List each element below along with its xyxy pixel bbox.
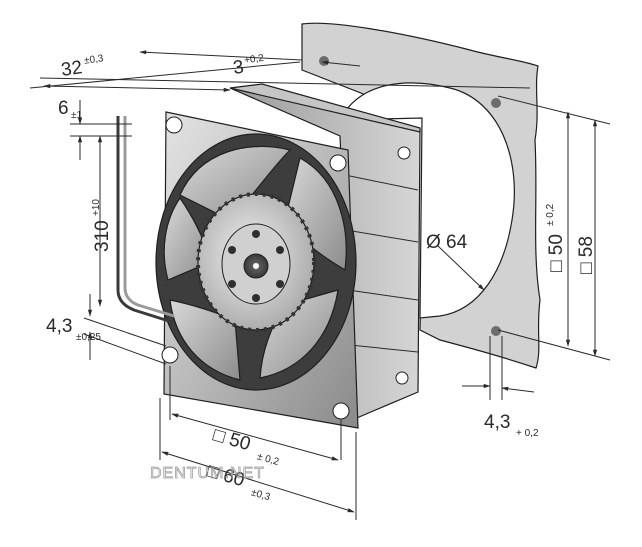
dim-hole-offset-left: 4,3 ±0,25 [46,316,101,343]
dim-depth: 32 ±0,3 [60,53,105,81]
frame-hole-bottom-left [161,346,179,364]
frame-hole-top-left [165,116,183,134]
svg-text:Ø 64: Ø 64 [426,232,468,253]
svg-text:□ 58: □ 58 [576,236,597,274]
svg-text:310: 310 [92,220,113,252]
dim-hole-dia-right: 4,3 + 0,2 [484,412,539,439]
dim-lead-strip: 6 ±1 [58,98,82,121]
svg-text:□ 50: □ 50 [546,234,567,272]
svg-text:32: 32 [60,57,84,81]
frame-hole-top-right [329,154,347,172]
svg-text:4,3: 4,3 [484,412,510,433]
svg-text:±0,25: ±0,25 [76,332,101,343]
svg-text:± 0,2: ± 0,2 [545,203,556,226]
rear-hole-bottom [395,371,409,385]
svg-text:□ 50: □ 50 [211,425,253,456]
impeller-blades [163,145,347,381]
svg-text:±0,3: ±0,3 [83,53,104,67]
svg-text:+ 0,2: + 0,2 [516,428,539,439]
dim-lead-length: 310 +10 [91,199,113,252]
fan-housing-side [229,83,421,421]
dim-hole-pitch-right: □ 50 ± 0,2 [545,203,567,272]
fan-hub [196,192,316,332]
dim-panel-size: □ 58 [576,236,597,274]
svg-text:+0,2: +0,2 [244,53,266,67]
dimension-lines [29,50,611,520]
svg-text:±0,3: ±0,3 [250,487,272,503]
panel-hole-top-left [319,56,329,66]
watermark: DENTUM.NET [150,465,265,482]
panel-hole-top-right [491,98,501,108]
frame-hole-bottom-right [332,402,350,420]
panel-hole-bottom-right [491,326,501,336]
svg-text:4,3: 4,3 [46,316,72,337]
panel-cutout [339,82,515,319]
dim-hole-pitch-bottom: □ 50 ± 0,2 [211,425,281,468]
svg-text:±1: ±1 [71,110,82,121]
svg-text:3: 3 [232,57,245,79]
svg-text:+10: +10 [91,199,102,216]
svg-text:6: 6 [58,98,69,119]
rear-hole-top [397,146,411,160]
lead-wires [116,116,175,324]
dim-cutout-diameter: Ø 64 [426,232,468,253]
dim-flange-gap: 3 +0,2 [232,53,266,79]
